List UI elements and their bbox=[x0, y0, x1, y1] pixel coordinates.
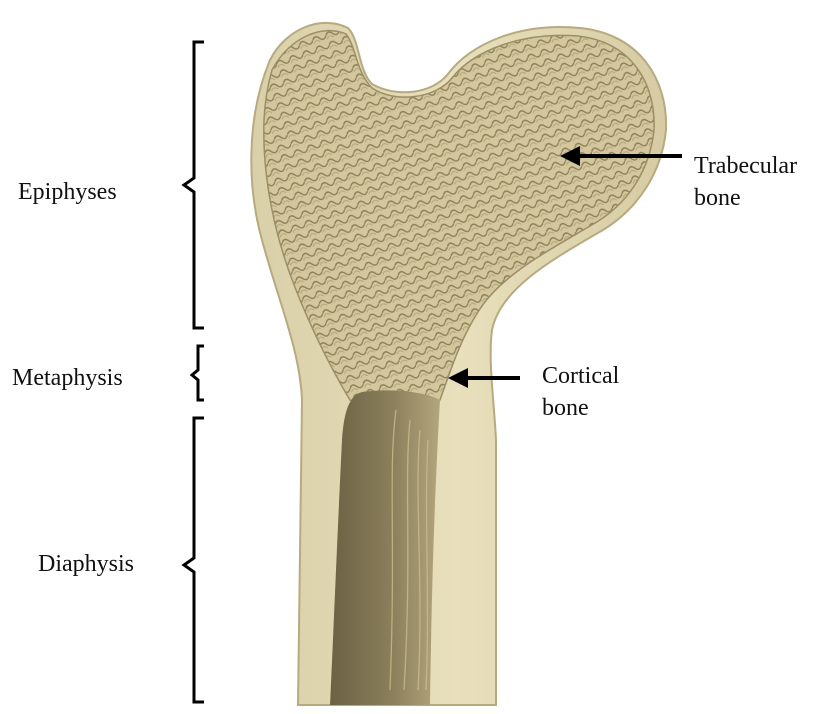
bracket-diaphysis bbox=[184, 418, 204, 702]
label-diaphysis: Diaphysis bbox=[38, 548, 134, 580]
label-trabecular-line2: bone bbox=[694, 182, 797, 214]
bracket-epiphyses bbox=[184, 42, 204, 328]
label-cortical-line1: Cortical bbox=[542, 360, 619, 392]
bracket-metaphysis bbox=[192, 346, 204, 400]
medullary-canal bbox=[330, 390, 440, 705]
label-trabecular-line1: Trabecular bbox=[694, 150, 797, 182]
label-trabecular-bone: Trabecular bone bbox=[694, 150, 797, 214]
label-epiphyses: Epiphyses bbox=[18, 176, 117, 208]
label-metaphysis: Metaphysis bbox=[12, 362, 123, 394]
label-cortical-line2: bone bbox=[542, 392, 619, 424]
label-cortical-bone: Cortical bone bbox=[542, 360, 619, 424]
